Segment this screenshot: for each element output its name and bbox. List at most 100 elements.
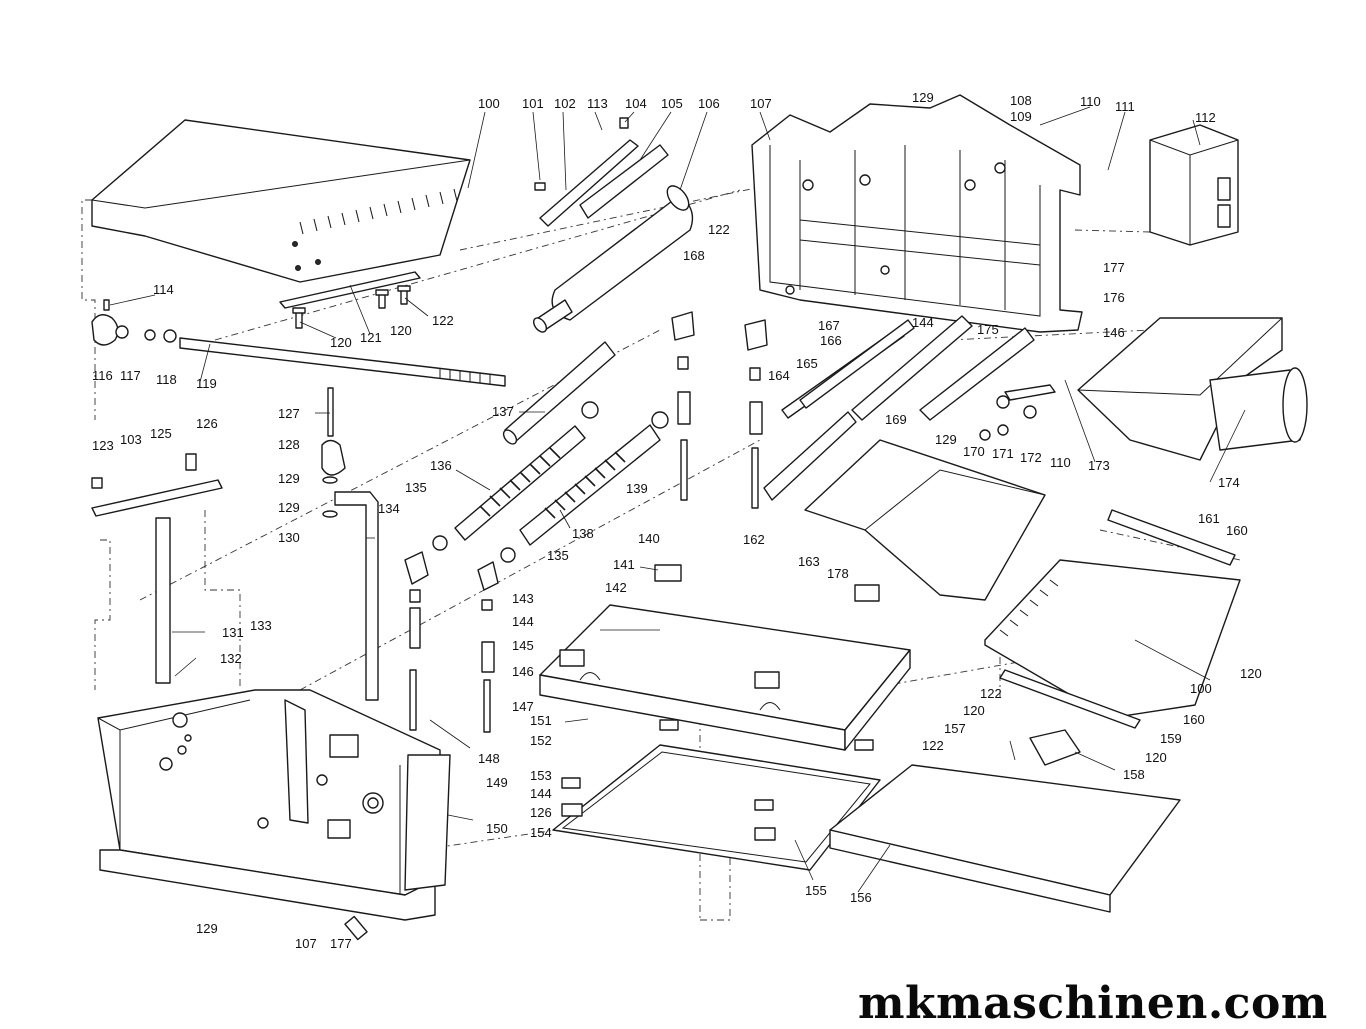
label-152: 152 (530, 733, 552, 748)
label-120c: 120 (1240, 666, 1262, 681)
label-129d: 129 (278, 500, 300, 515)
blade-strip (279, 271, 421, 309)
label-130: 130 (278, 530, 300, 545)
label-172: 172 (1020, 450, 1042, 465)
label-120d: 120 (963, 703, 985, 718)
label-100a: 100 (478, 96, 500, 111)
knob-and-rod (321, 387, 379, 701)
label-118: 118 (156, 372, 177, 387)
label-167: 167 (818, 318, 840, 333)
label-133: 133 (250, 618, 272, 633)
label-177b: 177 (330, 936, 352, 951)
label-151: 151 (530, 713, 552, 728)
label-148: 148 (478, 751, 500, 766)
label-114: 114 (153, 282, 174, 297)
label-161: 161 (1198, 511, 1220, 526)
label-122a: 122 (432, 313, 454, 328)
label-134: 134 (378, 501, 400, 516)
label-110b: 110 (1050, 455, 1071, 470)
pressure-rollers (432, 341, 669, 563)
label-120b: 120 (390, 323, 412, 338)
label-157: 157 (944, 721, 966, 736)
threaded-rod-131 (155, 517, 171, 684)
label-105: 105 (661, 96, 683, 111)
label-116: 116 (92, 368, 113, 383)
label-122c: 122 (980, 686, 1002, 701)
main-housing-lower (97, 689, 451, 921)
label-146b: 146 (512, 664, 534, 679)
infeed-table-top (91, 119, 471, 283)
label-144a: 144 (912, 315, 934, 330)
frame-gasket (552, 744, 881, 871)
label-177a: 177 (1103, 260, 1125, 275)
label-119: 119 (196, 376, 217, 391)
label-164: 164 (768, 368, 790, 383)
label-101: 101 (522, 96, 544, 111)
label-136: 136 (430, 458, 452, 473)
label-173: 173 (1088, 458, 1110, 473)
label-142: 142 (605, 580, 627, 595)
main-housing-upper (751, 94, 1083, 333)
label-131: 131 (222, 625, 244, 640)
label-160b: 160 (1183, 712, 1205, 727)
label-125: 125 (150, 426, 172, 441)
label-162: 162 (743, 532, 765, 547)
label-129a: 129 (912, 90, 934, 105)
label-129c: 129 (278, 471, 300, 486)
label-158: 158 (1123, 767, 1145, 782)
label-122b: 122 (708, 222, 730, 237)
label-120e: 120 (1145, 750, 1167, 765)
label-126a: 126 (196, 416, 218, 431)
label-174: 174 (1218, 475, 1240, 490)
label-137: 137 (492, 404, 514, 419)
label-129e: 129 (196, 921, 218, 936)
left-brackets (404, 551, 499, 733)
bed-plate (539, 604, 911, 751)
label-121: 121 (360, 330, 382, 345)
label-128: 128 (278, 437, 300, 452)
shaft-thread (439, 368, 491, 384)
label-165: 165 (796, 356, 818, 371)
label-108: 108 (1010, 93, 1032, 108)
label-149: 149 (486, 775, 508, 790)
label-135b: 135 (547, 548, 569, 563)
label-117: 117 (120, 368, 141, 383)
label-153: 153 (530, 768, 552, 783)
bolts-row (292, 285, 411, 329)
label-168: 168 (683, 248, 705, 263)
label-106: 106 (698, 96, 720, 111)
label-129b: 129 (935, 432, 957, 447)
label-120a: 120 (330, 335, 352, 350)
left-strip (91, 453, 223, 517)
label-147: 147 (512, 699, 534, 714)
label-178: 178 (827, 566, 849, 581)
label-143: 143 (512, 591, 534, 606)
crank-handle (91, 299, 177, 346)
cam-parts (979, 384, 1056, 441)
label-110a: 110 (1080, 94, 1101, 109)
bolt-177-lower (344, 915, 368, 941)
label-126b: 126 (530, 805, 552, 820)
guide-rods (763, 315, 1035, 501)
label-113: 113 (587, 96, 608, 111)
label-144b: 144 (512, 614, 534, 629)
label-176: 176 (1103, 290, 1125, 305)
label-171: 171 (992, 446, 1014, 461)
label-111: 111 (1115, 99, 1135, 114)
label-169: 169 (885, 412, 907, 427)
label-122d: 122 (922, 738, 944, 753)
label-103: 103 (120, 432, 142, 447)
label-109: 109 (1010, 109, 1032, 124)
label-146a: 146 (1103, 325, 1125, 340)
outfeed-extension (829, 764, 1181, 913)
label-145: 145 (512, 638, 534, 653)
chip-hood (1077, 317, 1308, 461)
label-135a: 135 (405, 480, 427, 495)
label-127: 127 (278, 406, 300, 421)
outfeed-table (984, 509, 1241, 766)
label-154: 154 (530, 825, 552, 840)
label-100b: 100 (1190, 681, 1212, 696)
watermark-text: mkmaschinen.com (858, 978, 1328, 1029)
label-140: 140 (638, 531, 660, 546)
